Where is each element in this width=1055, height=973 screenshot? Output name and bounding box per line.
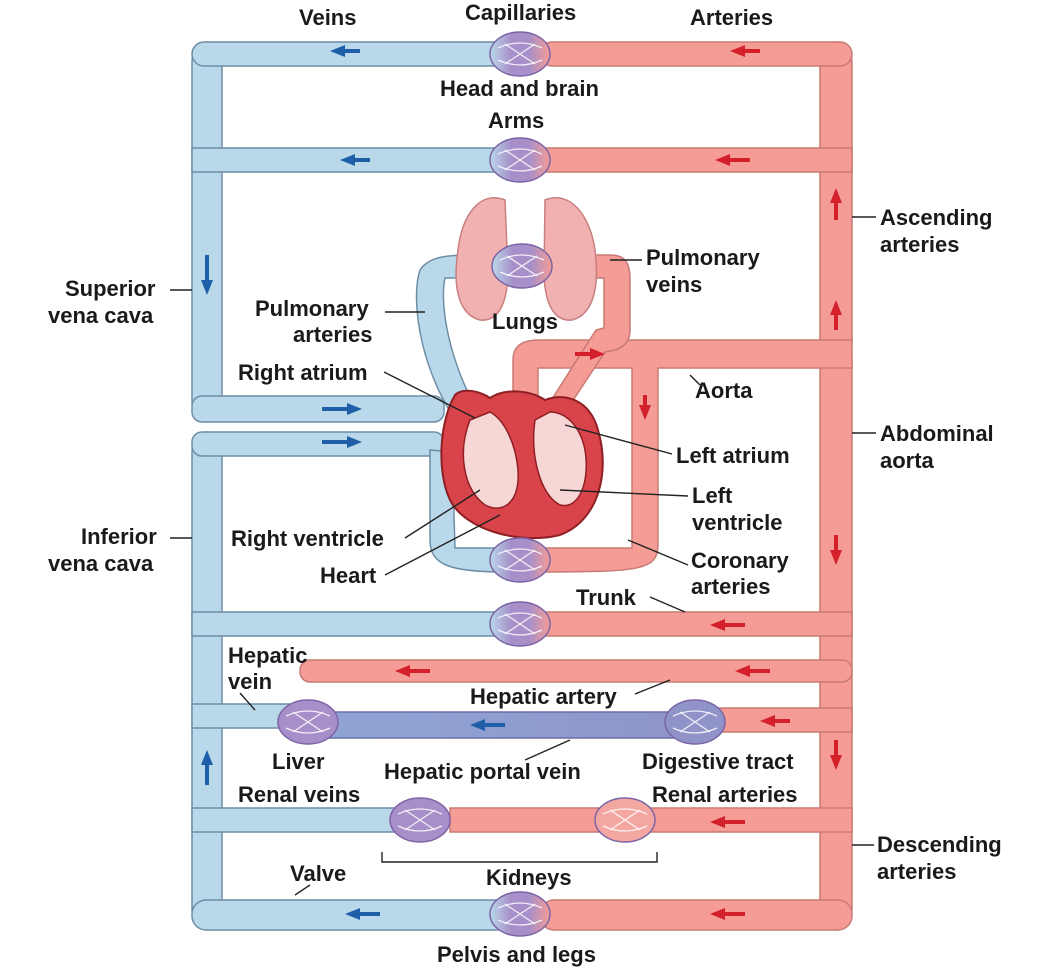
label-aorta: Aorta bbox=[695, 378, 753, 403]
capillary-mesh bbox=[285, 42, 718, 926]
flow-arrow-icon bbox=[710, 908, 745, 920]
leader-lines bbox=[170, 216, 876, 896]
flow-arrow-icon bbox=[735, 665, 770, 677]
label-pulmonary-arteries-2: arteries bbox=[293, 322, 373, 347]
label-descending-arteries-1: Descending bbox=[877, 832, 1002, 857]
hepatic-artery-vessel bbox=[299, 659, 853, 683]
label-pulmonary-veins-2: veins bbox=[646, 272, 702, 297]
label-lungs: Lungs bbox=[492, 309, 558, 334]
label-pelvis-legs: Pelvis and legs bbox=[437, 942, 596, 967]
label-left-atrium: Left atrium bbox=[676, 443, 790, 468]
lungs-icon bbox=[455, 197, 598, 321]
flow-arrow-icon bbox=[395, 665, 430, 677]
label-left-ventricle-1: Left bbox=[692, 483, 733, 508]
label-left-ventricle-2: ventricle bbox=[692, 510, 783, 535]
flow-arrow-icon bbox=[575, 348, 605, 360]
flow-arrow-icon bbox=[201, 750, 213, 785]
label-hepatic-vein-2: vein bbox=[228, 669, 272, 694]
label-superior-vena-cava-2: vena cava bbox=[48, 303, 154, 328]
label-valve: Valve bbox=[290, 861, 346, 886]
flow-arrows-blue bbox=[201, 45, 505, 920]
label-pulmonary-veins-1: Pulmonary bbox=[646, 245, 760, 270]
flow-arrow-icon bbox=[730, 45, 760, 57]
flow-arrow-icon bbox=[710, 816, 745, 828]
flow-arrow-icon bbox=[715, 154, 750, 166]
label-inferior-vena-cava-1: Inferior bbox=[81, 524, 157, 549]
label-veins: Veins bbox=[299, 5, 356, 30]
label-ascending-arteries-2: arteries bbox=[880, 232, 960, 257]
flow-arrow-icon bbox=[830, 300, 842, 330]
label-right-ventricle: Right ventricle bbox=[231, 526, 384, 551]
label-kidneys: Kidneys bbox=[486, 865, 572, 890]
flow-arrow-icon bbox=[330, 45, 360, 57]
renal-vein bbox=[191, 807, 423, 833]
label-coronary-arteries-2: arteries bbox=[691, 574, 771, 599]
label-coronary-arteries-1: Coronary bbox=[691, 548, 790, 573]
label-arms: Arms bbox=[488, 108, 544, 133]
label-right-atrium: Right atrium bbox=[238, 360, 368, 385]
labels: Veins Capillaries Arteries Head and brai… bbox=[48, 0, 1002, 967]
superior-vena-cava-entry bbox=[191, 395, 445, 423]
flow-arrow-icon bbox=[710, 619, 745, 631]
pelvis-artery bbox=[539, 899, 853, 931]
label-digestive-tract: Digestive tract bbox=[642, 749, 794, 774]
label-renal-arteries: Renal arteries bbox=[652, 782, 798, 807]
label-superior-vena-cava-1: Superior bbox=[65, 276, 156, 301]
inferior-vena-cava-vessel bbox=[191, 431, 223, 931]
flow-arrow-icon bbox=[322, 403, 362, 415]
label-heart: Heart bbox=[320, 563, 377, 588]
superior-vena-cava-vessel bbox=[191, 41, 223, 423]
label-renal-veins: Renal veins bbox=[238, 782, 360, 807]
flow-arrow-icon bbox=[830, 740, 842, 770]
flow-arrow-icon bbox=[201, 255, 213, 295]
label-hepatic-portal-vein: Hepatic portal vein bbox=[384, 759, 581, 784]
flow-arrows-red bbox=[395, 45, 842, 920]
label-pulmonary-arteries-1: Pulmonary bbox=[255, 296, 369, 321]
pulmonary-artery-vessel bbox=[415, 254, 506, 441]
label-liver: Liver bbox=[272, 749, 325, 774]
label-arteries: Arteries bbox=[690, 5, 773, 30]
flow-arrow-icon bbox=[340, 154, 370, 166]
arm-artery bbox=[539, 147, 853, 173]
flow-arrow-icon bbox=[760, 715, 790, 727]
trunk-vein bbox=[191, 611, 523, 637]
heart-icon bbox=[440, 389, 604, 539]
label-head-brain: Head and brain bbox=[440, 76, 599, 101]
flow-arrow-icon bbox=[322, 436, 362, 448]
inferior-vena-cava-entry bbox=[191, 431, 445, 457]
flow-arrow-icon bbox=[830, 188, 842, 220]
head-vein bbox=[191, 41, 523, 67]
trunk-artery bbox=[539, 611, 853, 637]
head-artery bbox=[539, 41, 853, 67]
flow-arrow-icon bbox=[639, 395, 651, 420]
flow-arrow-icon bbox=[345, 908, 380, 920]
label-inferior-vena-cava-2: vena cava bbox=[48, 551, 154, 576]
label-hepatic-vein-1: Hepatic bbox=[228, 643, 307, 668]
flow-arrow-icon bbox=[830, 535, 842, 565]
label-descending-arteries-2: arteries bbox=[877, 859, 957, 884]
label-abdominal-aorta-1: Abdominal bbox=[880, 421, 994, 446]
label-capillaries: Capillaries bbox=[465, 0, 576, 25]
label-hepatic-artery: Hepatic artery bbox=[470, 684, 618, 709]
label-abdominal-aorta-2: aorta bbox=[880, 448, 935, 473]
label-ascending-arteries-1: Ascending bbox=[880, 205, 992, 230]
arterial-vessels bbox=[299, 41, 853, 931]
flow-arrow-icon bbox=[470, 719, 505, 731]
label-trunk: Trunk bbox=[576, 585, 637, 610]
